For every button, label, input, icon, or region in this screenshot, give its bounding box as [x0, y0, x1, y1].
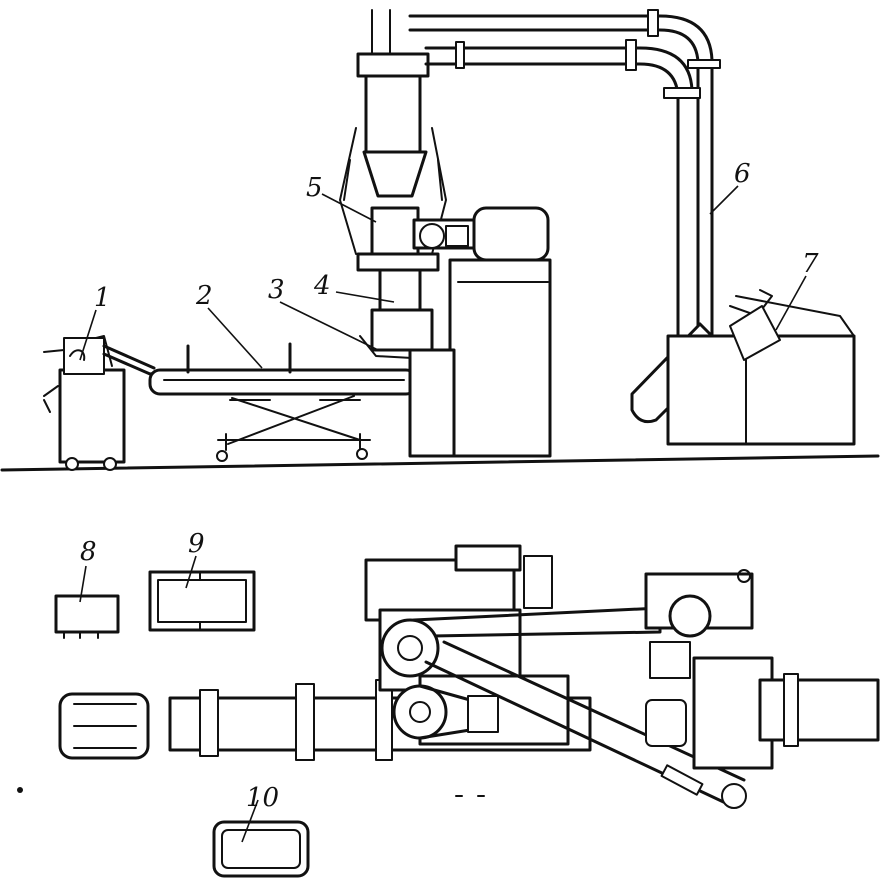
callout-8: 8	[80, 537, 97, 567]
floor-line	[0, 454, 880, 472]
plan-right-assembly	[644, 569, 880, 770]
speck	[17, 787, 23, 793]
callout-3: 3	[268, 275, 285, 305]
callout-5: 5	[306, 173, 323, 203]
callout-leaders	[79, 185, 807, 843]
callout-9: 9	[188, 529, 205, 559]
callout-4: 4	[313, 271, 331, 301]
callout-1: 1	[94, 283, 111, 313]
plan-item-9	[148, 570, 256, 632]
machine-2-table	[102, 342, 418, 462]
callout-labels: 1 2 3 4 5 6 7 8 9 10	[80, 159, 819, 813]
callout-10: 10	[246, 783, 279, 813]
mill-column	[339, 9, 552, 458]
machine-7	[630, 289, 856, 446]
plan-item-8	[54, 594, 120, 639]
plan-left-unit	[58, 692, 150, 760]
callout-7: 7	[802, 249, 819, 279]
plan-arms	[380, 606, 747, 809]
callout-6: 6	[734, 159, 751, 189]
plan-item-10	[212, 820, 310, 878]
callout-2: 2	[195, 281, 213, 311]
